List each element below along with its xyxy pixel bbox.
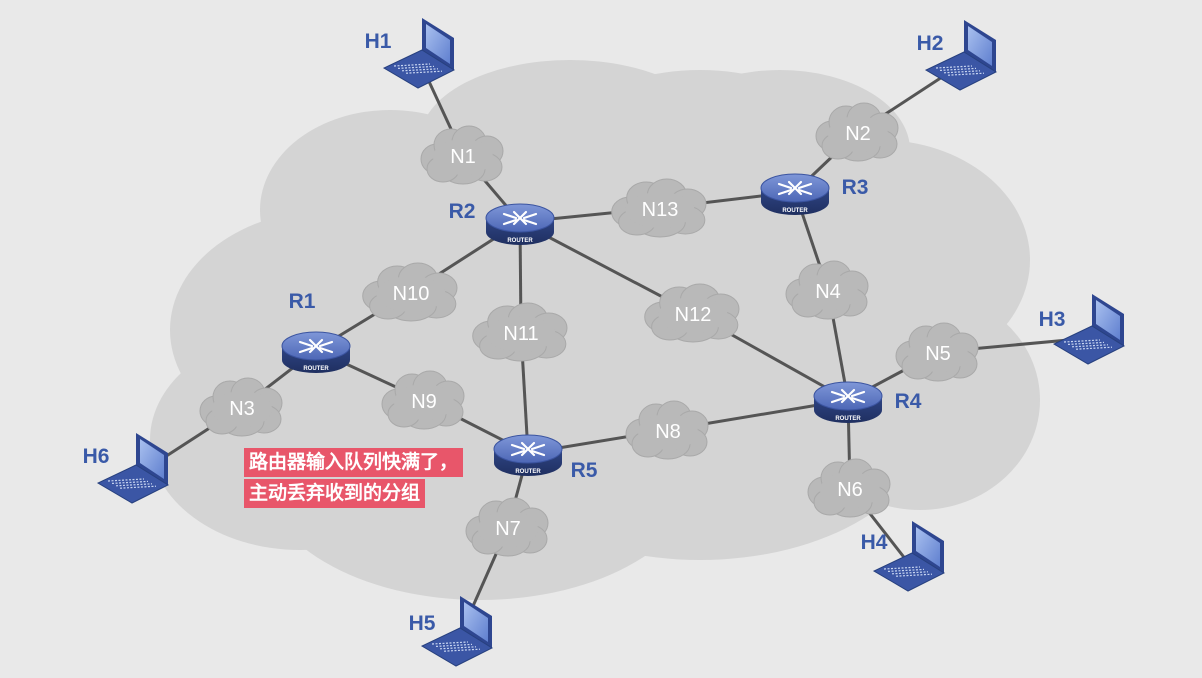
router-caption: ROUTER bbox=[782, 208, 808, 214]
laptop-icon-h4 bbox=[872, 521, 946, 592]
network-label-n10: N10 bbox=[393, 283, 430, 305]
background-cloud bbox=[150, 60, 1040, 600]
router-r1: ROUTER bbox=[281, 331, 351, 373]
router-caption: ROUTER bbox=[515, 469, 541, 475]
router-caption: ROUTER bbox=[835, 416, 861, 422]
network-label-n11: N11 bbox=[503, 323, 538, 345]
network-label-n4: N4 bbox=[815, 281, 841, 303]
router-label-r1: R1 bbox=[289, 290, 316, 313]
router-label-r3: R3 bbox=[842, 176, 869, 199]
network-label-n5: N5 bbox=[925, 343, 951, 365]
network-cloud-n11: N11 bbox=[472, 302, 568, 362]
router-arrows-icon bbox=[830, 388, 866, 404]
router-r3: ROUTER bbox=[760, 173, 830, 215]
network-cloud-n3: N3 bbox=[199, 377, 283, 437]
network-label-n7: N7 bbox=[495, 518, 521, 540]
network-cloud-n10: N10 bbox=[362, 262, 458, 322]
laptop-icon-h3 bbox=[1052, 294, 1126, 365]
network-cloud-n13: N13 bbox=[611, 178, 707, 238]
laptop-icon-h2 bbox=[924, 20, 998, 91]
network-cloud-n5: N5 bbox=[895, 322, 979, 382]
host-label-h5: H5 bbox=[409, 612, 436, 635]
network-label-n8: N8 bbox=[655, 421, 681, 443]
router-r4: ROUTER bbox=[813, 381, 883, 423]
laptop-icon-h1 bbox=[382, 18, 456, 89]
network-label-n12: N12 bbox=[675, 304, 712, 326]
network-cloud-n1: N1 bbox=[420, 125, 504, 185]
annotation-line-1: 路由器输入队列快满了， bbox=[244, 448, 464, 477]
router-caption: ROUTER bbox=[507, 238, 533, 244]
network-cloud-n7: N7 bbox=[465, 497, 549, 557]
router-arrows-icon bbox=[777, 180, 813, 196]
host-label-h1: H1 bbox=[365, 30, 392, 53]
network-label-n9: N9 bbox=[411, 391, 437, 413]
network-cloud-n6: N6 bbox=[807, 458, 891, 518]
network-cloud-n2: N2 bbox=[815, 102, 899, 162]
network-label-n13: N13 bbox=[642, 199, 679, 221]
host-label-h6: H6 bbox=[83, 445, 110, 468]
network-label-n6: N6 bbox=[837, 479, 863, 501]
host-label-h4: H4 bbox=[861, 531, 888, 554]
router-r2: ROUTER bbox=[485, 203, 555, 245]
network-label-n1: N1 bbox=[450, 146, 476, 168]
host-label-h3: H3 bbox=[1039, 308, 1066, 331]
host-label-h2: H2 bbox=[917, 32, 944, 55]
laptop-icon-h6 bbox=[96, 433, 170, 504]
network-label-n3: N3 bbox=[229, 398, 255, 420]
router-arrows-icon bbox=[298, 338, 334, 354]
router-arrows-icon bbox=[510, 441, 546, 457]
congestion-annotation: 路由器输入队列快满了， 主动丢弃收到的分组 bbox=[244, 448, 464, 510]
router-label-r2: R2 bbox=[449, 200, 476, 223]
network-cloud-n8: N8 bbox=[625, 400, 709, 460]
router-label-r4: R4 bbox=[895, 390, 922, 413]
hosts-layer bbox=[96, 18, 1126, 667]
routers-layer: ROUTER ROUTER ROUTER ROUTER ROUTER bbox=[281, 173, 883, 476]
laptop-icon-h5 bbox=[420, 596, 494, 667]
annotation-line-2: 主动丢弃收到的分组 bbox=[244, 479, 426, 508]
network-label-n2: N2 bbox=[845, 123, 871, 145]
router-r5: ROUTER bbox=[493, 434, 563, 476]
network-cloud-n9: N9 bbox=[381, 370, 465, 430]
network-cloud-n12: N12 bbox=[644, 283, 740, 343]
network-cloud-n4: N4 bbox=[785, 260, 869, 320]
router-arrows-icon bbox=[502, 210, 538, 226]
router-label-r5: R5 bbox=[571, 459, 598, 482]
router-caption: ROUTER bbox=[303, 366, 329, 372]
